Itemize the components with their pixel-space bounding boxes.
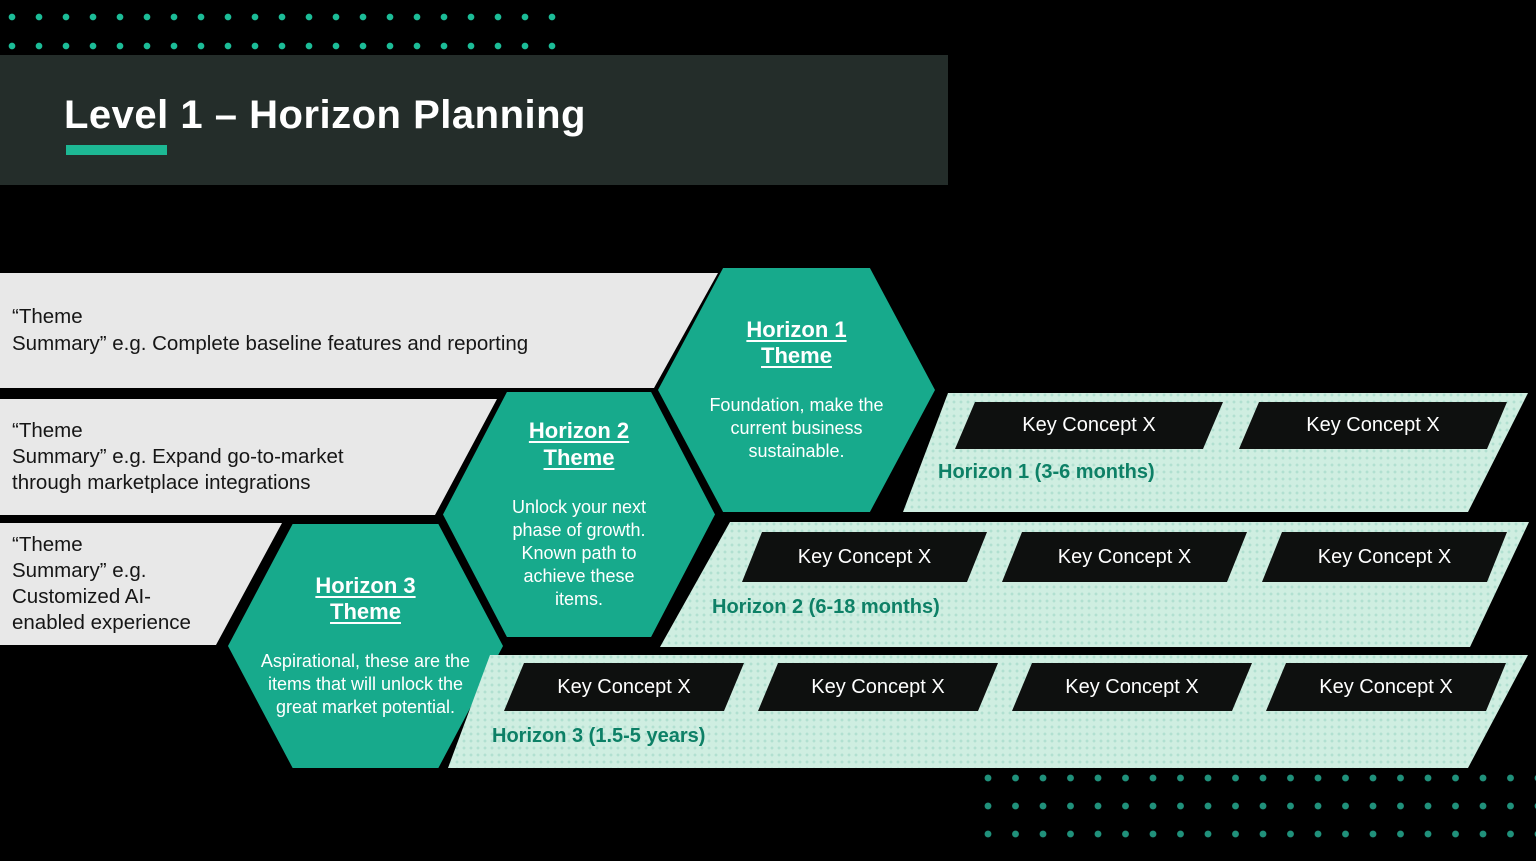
key-concept-box: Key Concept X: [1239, 402, 1507, 449]
hexagon-title: Horizon 3 Theme: [315, 572, 416, 625]
banner-line: “Theme: [12, 418, 83, 442]
key-concept-box: Key Concept X: [1012, 663, 1252, 711]
decor-dot-grid-bottom-right: [984, 772, 1536, 850]
theme-summary-banner-3: “Theme Summary” e.g. Customized AI- enab…: [0, 523, 282, 645]
hexagon-horizon-2: Horizon 2 Theme Unlock your next phase o…: [443, 392, 715, 637]
banner-line: “Theme: [12, 305, 83, 329]
key-concept-box: Key Concept X: [742, 532, 987, 582]
horizon-1-band: Key Concept X Key Concept X Horizon 1 (3…: [903, 393, 1528, 512]
hexagon-body: Aspirational, these are the items that w…: [260, 651, 471, 718]
key-concept-box: Key Concept X: [504, 663, 744, 711]
key-concept-box: Key Concept X: [955, 402, 1223, 449]
banner-line: Customized AI-: [12, 585, 151, 608]
hexagon-body: Foundation, make the current business su…: [709, 395, 884, 462]
horizon-1-label: Horizon 1 (3-6 months): [938, 461, 1155, 483]
concept-row: Key Concept X Key Concept X Key Concept …: [504, 663, 1506, 711]
hexagon-horizon-1: Horizon 1 Theme Foundation, make the cur…: [658, 268, 935, 512]
key-concept-box: Key Concept X: [1002, 532, 1247, 582]
banner-line: “Theme: [12, 532, 83, 556]
hexagon-title: Horizon 2 Theme: [528, 418, 630, 470]
decor-dot-grid-top-left: [8, 12, 566, 60]
key-concept-box: Key Concept X: [1262, 532, 1507, 582]
horizon-2-band: Key Concept X Key Concept X Key Concept …: [660, 522, 1529, 647]
title-accent-underline: [66, 145, 167, 155]
concept-row: Key Concept X Key Concept X: [955, 402, 1507, 449]
horizon-2-label: Horizon 2 (6-18 months): [712, 596, 940, 618]
theme-summary-banner-1: “Theme Summary” e.g. Complete baseline f…: [0, 273, 718, 388]
banner-line: through marketplace integrations: [12, 471, 311, 495]
banner-line: Summary” e.g. Complete baseline features…: [12, 331, 529, 355]
horizon-3-band: Key Concept X Key Concept X Key Concept …: [448, 655, 1528, 768]
hexagon-horizon-3: Horizon 3 Theme Aspirational, these are …: [228, 524, 503, 768]
banner-line: Summary” e.g. Expand go-to-market: [12, 444, 344, 468]
horizon-3-label: Horizon 3 (1.5-5 years): [492, 725, 706, 747]
header-panel: Level 1 – Horizon Planning: [0, 55, 948, 185]
banner-line: enabled experience: [12, 611, 191, 635]
hexagon-title: Horizon 1 Theme: [746, 316, 847, 369]
banner-line: Summary” e.g.: [12, 558, 147, 582]
hexagon-body: Unlock your next phase of growth. Known …: [511, 496, 647, 609]
key-concept-box: Key Concept X: [1266, 663, 1506, 711]
page-title: Level 1 – Horizon Planning: [64, 93, 586, 137]
concept-row: Key Concept X Key Concept X Key Concept …: [742, 532, 1507, 582]
key-concept-box: Key Concept X: [758, 663, 998, 711]
theme-summary-banner-2: “Theme Summary” e.g. Expand go-to-market…: [0, 399, 497, 515]
